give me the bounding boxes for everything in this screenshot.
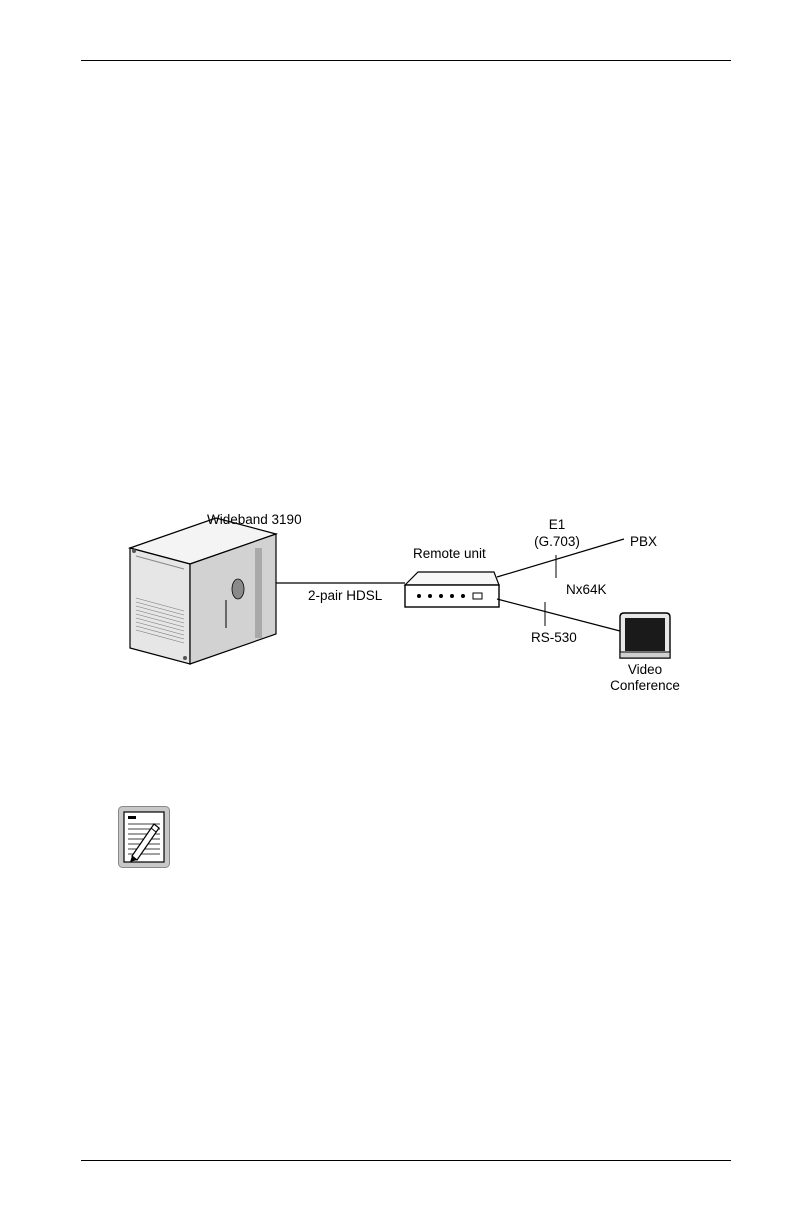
remote-unit-device <box>405 572 499 607</box>
rs530-line <box>497 599 620 631</box>
e1-label: E1 <box>549 517 566 532</box>
video-label: Video <box>628 662 662 677</box>
g703-label: (G.703) <box>534 534 580 549</box>
rs530-label: RS-530 <box>531 630 577 645</box>
pbx-label: PBX <box>630 534 657 549</box>
video-conference-monitor <box>620 613 670 658</box>
hdsl-link-label: 2-pair HDSL <box>308 588 383 603</box>
nx64k-label: Nx64K <box>566 582 607 597</box>
note-pencil-icon <box>118 806 170 868</box>
wideband-3190-label: Wideband 3190 <box>207 512 302 527</box>
wideband-3190-chassis <box>130 518 276 664</box>
conference-label: Conference <box>610 678 680 693</box>
footer-rule <box>81 1160 731 1161</box>
remote-unit-label: Remote unit <box>413 546 486 561</box>
